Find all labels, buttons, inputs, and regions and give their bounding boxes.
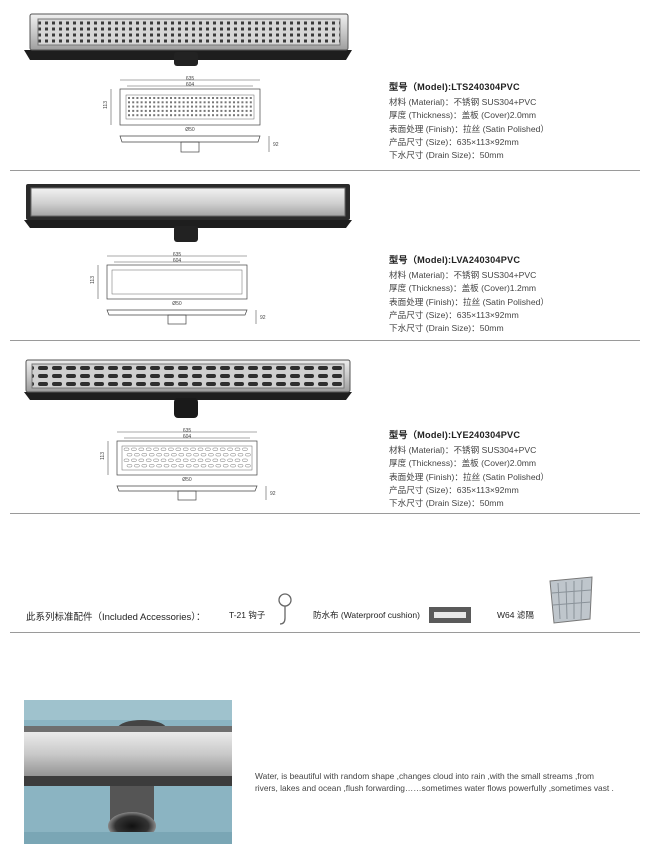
svg-text:92: 92 — [273, 142, 279, 148]
product-2-specs: 型号（Model):LVA240304PVC 材料 (Material)：不锈钢… — [389, 254, 644, 335]
waterproof-cushion-icon — [429, 607, 471, 623]
story-text: Water, is beautiful with random shape ,c… — [255, 771, 614, 794]
product-2-photo — [24, 184, 352, 242]
product-1-drawing: 635 604 113 Ø50 92 — [103, 76, 279, 153]
lifestyle-photo — [24, 700, 232, 844]
svg-text:92: 92 — [270, 491, 276, 497]
product-3-finish: 表面处理 (Finish)：拉丝 (Satin Polished） — [389, 471, 549, 482]
svg-text:604: 604 — [186, 82, 195, 88]
product-3-photo — [24, 359, 352, 418]
product-2-finish: 表面处理 (Finish)：拉丝 (Satin Polished） — [389, 296, 549, 307]
product-3-size: 产品尺寸 (Size)：635×113×92mm — [389, 484, 519, 495]
product-2-drawing: 635 604 113 Ø50 92 — [90, 252, 266, 325]
product-3-material: 材料 (Material)：不锈钢 SUS304+PVC — [389, 445, 537, 456]
product-3-drain: 下水尺寸 (Drain Size)：50mm — [389, 498, 504, 509]
product-1-thickness: 厚度 (Thickness)：盖板 (Cover)2.0mm — [389, 110, 537, 121]
accessory-hook-label: T-21 钩子 — [229, 610, 266, 620]
svg-text:113: 113 — [90, 276, 96, 284]
product-2-model: 型号（Model):LVA240304PVC — [389, 255, 521, 265]
filter-basket-icon — [549, 576, 593, 624]
svg-text:604: 604 — [173, 258, 182, 264]
product-3-model: 型号（Model):LYE240304PVC — [389, 430, 521, 440]
product-2-size: 产品尺寸 (Size)：635×113×92mm — [389, 309, 519, 320]
product-1-finish: 表面处理 (Finish)：拉丝 (Satin Polished） — [389, 123, 549, 134]
svg-text:113: 113 — [103, 101, 109, 109]
section-divider-1 — [10, 170, 640, 171]
svg-text:Ø50: Ø50 — [185, 127, 195, 133]
product-1-size: 产品尺寸 (Size)：635×113×92mm — [389, 136, 519, 147]
product-3-specs: 型号（Model):LYE240304PVC 材料 (Material)：不锈钢… — [389, 429, 644, 510]
accessory-cushion-label: 防水布 (Waterproof cushion) — [313, 610, 420, 620]
svg-text:92: 92 — [260, 315, 266, 321]
accessory-filter-label: W64 滤隔 — [497, 610, 534, 620]
product-1-grate-pattern — [128, 97, 252, 117]
section-divider-2 — [10, 340, 640, 341]
product-1-material: 材料 (Material)：不锈钢 SUS304+PVC — [389, 97, 537, 108]
accessories-heading: 此系列标准配件（Included Accessories）： — [26, 612, 206, 623]
svg-text:635: 635 — [183, 428, 192, 434]
product-1-specs: 型号（Model):LTS240304PVC 材料 (Material)：不锈钢… — [389, 81, 644, 162]
hook-icon — [278, 593, 292, 625]
product-1-drain: 下水尺寸 (Drain Size)：50mm — [389, 150, 504, 161]
svg-text:635: 635 — [186, 76, 195, 82]
svg-text:Ø50: Ø50 — [182, 477, 192, 483]
section-divider-4 — [10, 632, 640, 633]
product-2-material: 材料 (Material)：不锈钢 SUS304+PVC — [389, 270, 537, 281]
svg-text:604: 604 — [183, 434, 192, 440]
product-3-grate-pattern — [123, 447, 251, 468]
product-3-drawing: 635 604 113 Ø50 92 — [100, 428, 276, 501]
section-divider-3 — [10, 513, 640, 514]
product-3-thickness: 厚度 (Thickness)：盖板 (Cover)2.0mm — [389, 458, 537, 469]
svg-text:635: 635 — [173, 252, 182, 258]
product-1-photo — [24, 13, 352, 66]
svg-text:Ø50: Ø50 — [172, 301, 182, 307]
product-1-model: 型号（Model):LTS240304PVC — [389, 82, 520, 92]
product-2-drain: 下水尺寸 (Drain Size)：50mm — [389, 323, 504, 334]
product-2-thickness: 厚度 (Thickness)：盖板 (Cover)1.2mm — [389, 283, 537, 294]
svg-text:113: 113 — [100, 452, 106, 460]
